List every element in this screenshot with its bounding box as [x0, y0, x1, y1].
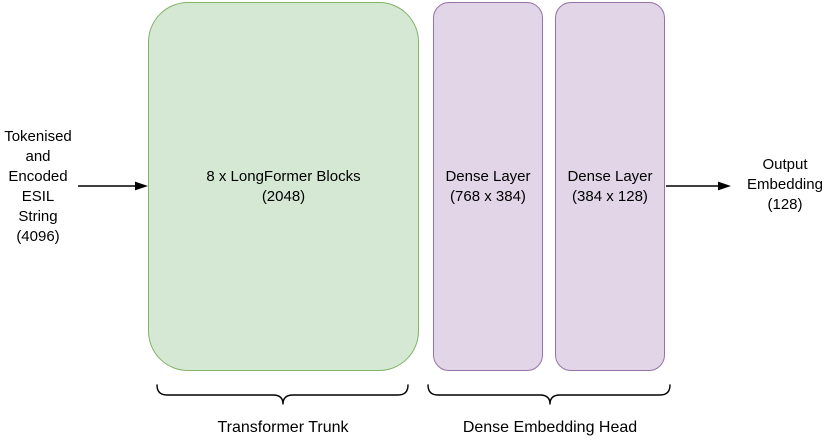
- transformer-trunk-brace: [156, 384, 409, 405]
- dense-embedding-head-brace: [427, 384, 671, 405]
- group-label-transformer-trunk: Transformer Trunk: [217, 419, 349, 436]
- transformer-trunk-block: 8 x LongFormer Blocks (2048): [148, 2, 419, 371]
- dense-layer-1-block: Dense Layer (768 x 384): [433, 2, 543, 371]
- dense-layer-1-block-label: Dense Layer (768 x 384): [445, 167, 531, 205]
- dense-layer-2-block-label: Dense Layer (384 x 128): [567, 167, 653, 205]
- input-arrow: [78, 181, 148, 191]
- output-label: Output Embedding (128): [747, 156, 823, 213]
- output-arrow: [666, 181, 731, 191]
- input-label: Tokenised and Encoded ESIL String (4096): [4, 128, 72, 245]
- dense-layer-2-block: Dense Layer (384 x 128): [555, 2, 665, 371]
- transformer-trunk-block-label: 8 x LongFormer Blocks (2048): [206, 167, 361, 205]
- group-label-dense-embedding-head: Dense Embedding Head: [462, 419, 638, 436]
